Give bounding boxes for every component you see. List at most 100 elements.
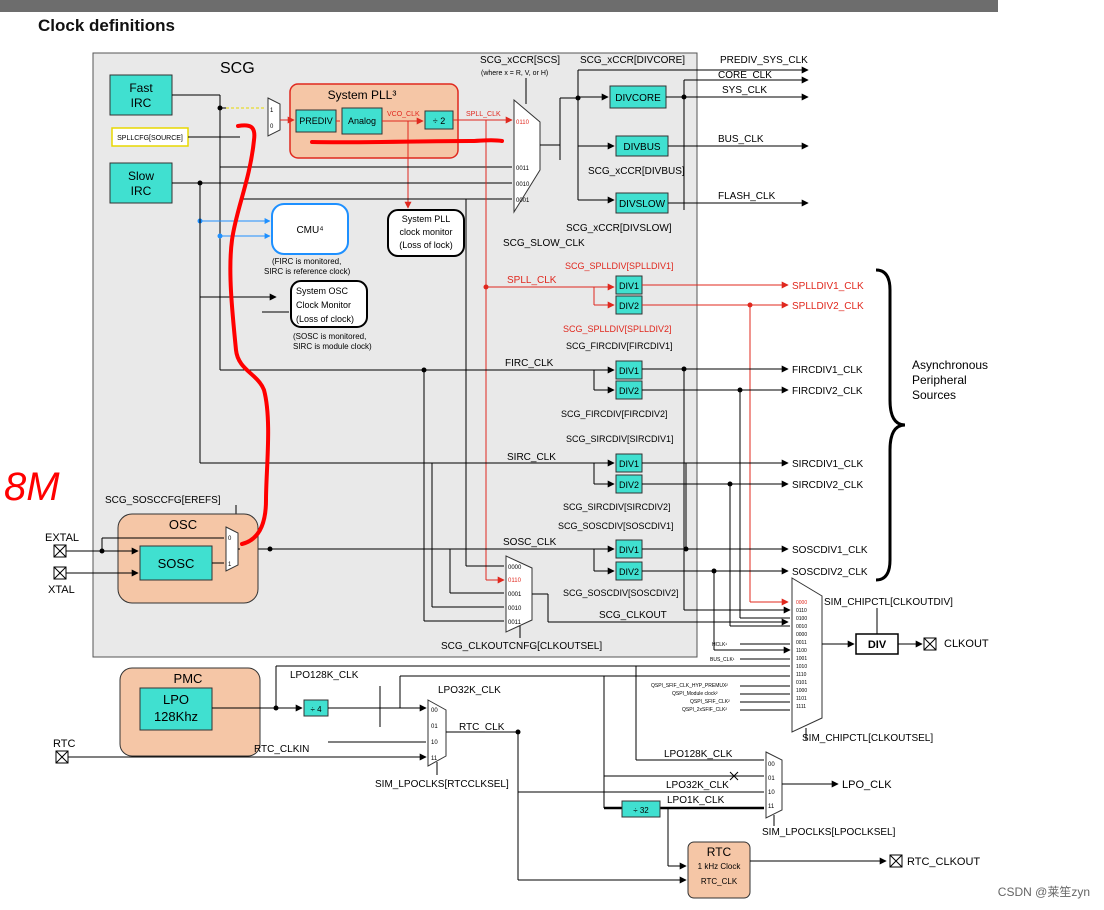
- pmc-title: PMC: [174, 671, 203, 686]
- sim-code-8: 1010: [796, 664, 807, 670]
- div32-block: [621, 800, 661, 818]
- rtc-clkout-label: RTC_CLKOUT: [907, 856, 980, 868]
- osc-monitor-note-1: (SOSC is monitored,: [293, 332, 366, 341]
- rtc-block-clk: RTC_CLK: [701, 877, 738, 886]
- lpo-block: [139, 687, 213, 731]
- scg-clkout-mux: [505, 555, 533, 633]
- prediv-sys-label: PREDIV_SYS_CLK: [720, 55, 808, 66]
- sirc-div2-label: DIV2: [619, 480, 639, 490]
- rtc-mux-01: 01: [431, 724, 438, 730]
- sirc-div2-reg: SCG_SIRCDIV[SIRCDIV2]: [563, 502, 671, 512]
- sosccfg-erefs-label: SCG_SOSCCFG[EREFS]: [105, 495, 221, 506]
- divcore-junction: [575, 95, 581, 101]
- divbus-label: DIVBUS: [623, 142, 661, 153]
- clkoutcnfg-label: SCG_CLKOUTCNFG[CLKOUTSEL]: [441, 641, 602, 652]
- async-label-2: Peripheral: [912, 373, 967, 387]
- lpo-mux-11: 11: [768, 804, 775, 810]
- scs-mux: [513, 98, 541, 214]
- cmu-label: CMU⁴: [296, 225, 323, 236]
- lpo128k-label-2: LPO128K_CLK: [664, 749, 733, 760]
- sim-code-3: 0010: [796, 624, 807, 630]
- spll-div1-label: DIV1: [619, 281, 639, 291]
- xccr-divslow-label: SCG_xCCR[DIVSLOW]: [566, 223, 672, 234]
- div4-label: ÷ 4: [310, 705, 322, 714]
- xccr-note: (where x = R, V, or H): [481, 70, 548, 77]
- firc-clk-label: FIRC_CLK: [505, 358, 554, 369]
- rtc-mux-10: 10: [431, 740, 438, 746]
- fircdiv2-label: FIRCDIV2_CLK: [792, 386, 863, 397]
- scg-clkout-in-0011: 0011: [508, 620, 522, 626]
- sim-code-12: 1101: [796, 696, 807, 702]
- spll-div2-label: DIV2: [619, 301, 639, 311]
- async-label-1: Asynchronous: [912, 358, 988, 372]
- sim-code-10: 0101: [796, 680, 807, 686]
- fast-irc-junction: [217, 105, 223, 111]
- osc-monitor-block: [290, 280, 368, 328]
- scg-clkout-in-0010: 0010: [508, 606, 522, 612]
- osc-mux-0: 0: [228, 536, 232, 542]
- cmu-block: [271, 203, 349, 255]
- splldiv2-junction: [747, 302, 753, 308]
- core-clk-label: CORE_CLK: [718, 70, 772, 81]
- cmu-junction-2: [217, 233, 223, 239]
- sircdiv1-label: SIRCDIV1_CLK: [792, 459, 863, 470]
- lpo-mux-00: 00: [768, 762, 775, 768]
- spll-clk-small-label: SPLL_CLK: [466, 111, 501, 118]
- pll-mux-in0: 0: [270, 124, 274, 130]
- pll-mux-in1: 1: [270, 108, 274, 114]
- slow-clk-label: SCG_SLOW_CLK: [503, 238, 585, 249]
- xtal-pin-x: [53, 566, 67, 580]
- async-brace: [875, 268, 906, 582]
- lpo-clk-label: LPO_CLK: [842, 779, 892, 791]
- lpoclksel-label: SIM_LPOCLKS[LPOCLKSEL]: [762, 827, 896, 838]
- clkout-label: CLKOUT: [944, 638, 989, 650]
- lpo32k-label: LPO32K_CLK: [438, 685, 501, 696]
- rtc-clk-mux: [427, 699, 447, 767]
- async-label-3: Sources: [912, 388, 956, 402]
- soscdiv1-label: SOSCDIV1_CLK: [792, 545, 868, 556]
- sim-code-13: 1111: [796, 704, 806, 710]
- vco-clk-label: VCO_CLK: [387, 111, 420, 118]
- lpo32-x-mark: [729, 771, 739, 781]
- xccr-divcore-label: SCG_xCCR[DIVCORE]: [580, 55, 685, 66]
- spll-div1-reg: SCG_SPLLDIV[SPLLDIV1]: [565, 261, 674, 271]
- extal-junction: [99, 548, 105, 554]
- xccr-divbus-label: SCG_xCCR[DIVBUS]: [588, 166, 685, 177]
- sosc-label: SOSC: [158, 556, 195, 571]
- osc-monitor-1: System OSC: [296, 286, 349, 296]
- scs-in-0011: 0011: [516, 166, 530, 172]
- rtc-mux-11: 11: [431, 756, 438, 762]
- rtc-block-1khz: 1 kHz Clock: [698, 862, 742, 871]
- div32-label: ÷ 32: [633, 806, 649, 815]
- lpo-label-1: LPO: [163, 692, 189, 707]
- scg-clkout-in-0000: 0000: [508, 565, 522, 571]
- sim-in-qspi-2x: QSPI_2xSFIF_CLK²: [682, 707, 727, 713]
- osc-monitor-3: (Loss of clock): [296, 314, 354, 324]
- sim-in-qspi-module: QSPI_Module clock²: [672, 691, 718, 697]
- sim-in-qspi-hyp: QSPI_SFIF_CLK_HYP_PREMUX²: [651, 683, 728, 689]
- rtc-block-title: RTC: [707, 845, 732, 859]
- pll-monitor-block: [387, 209, 465, 257]
- rtc-pin-x: [55, 750, 69, 764]
- rtc-clkout-pin-x: [889, 854, 903, 868]
- cmu-note-1: (FIRC is monitored,: [272, 257, 341, 266]
- sim-in-qspi-sfif: QSPI_SFIF_CLK²: [690, 699, 730, 705]
- sosc-div1-label: DIV1: [619, 545, 639, 555]
- osc-mux-1: 1: [228, 562, 232, 568]
- prediv-label: PREDIV: [299, 116, 333, 126]
- sosc-clk-label: SOSC_CLK: [503, 537, 557, 548]
- spll-clk-label: SPLL_CLK: [507, 275, 557, 286]
- sosc-div1-reg: SCG_SOSCDIV[SOSCDIV1]: [558, 521, 674, 531]
- sircdiv2-junction: [727, 481, 733, 487]
- page-heading: Clock definitions: [38, 16, 175, 35]
- sim-code-7: 1001: [796, 656, 807, 662]
- sircdiv2-label: SIRCDIV2_CLK: [792, 480, 863, 491]
- sirc-div1-reg: SCG_SIRCDIV[SIRCDIV1]: [566, 434, 674, 444]
- soscdiv2-label: SOSCDIV2_CLK: [792, 567, 868, 578]
- soscdiv2-junction: [711, 568, 717, 574]
- spllcfg-source-label: SPLLCFG[SOURCE]: [117, 135, 183, 142]
- chipctl-clkoutsel-label: SIM_CHIPCTL[CLKOUTSEL]: [802, 733, 933, 744]
- rtc-block: [687, 841, 751, 899]
- divcore-label: DIVCORE: [615, 93, 661, 104]
- sim-code-1: 0110: [796, 608, 807, 614]
